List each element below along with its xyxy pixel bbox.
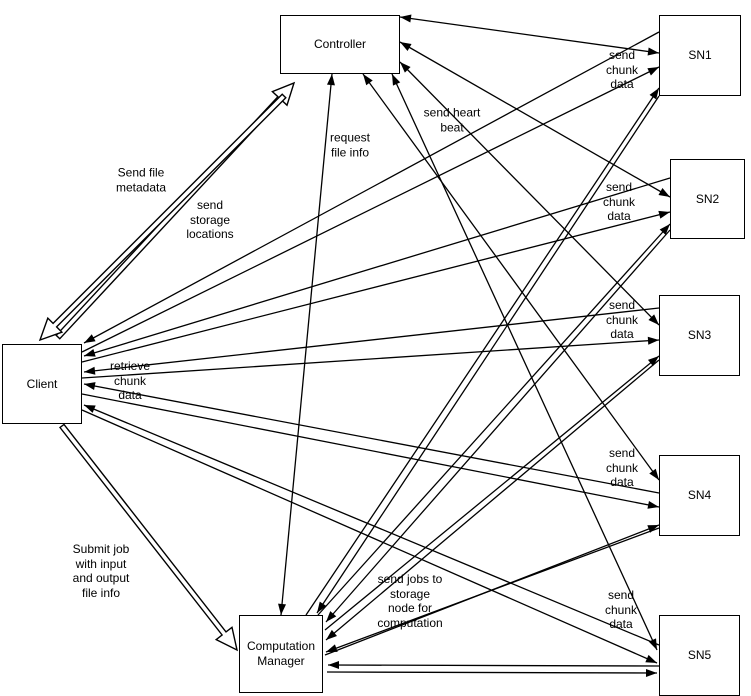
label-send-storage-locations: send storage locations: [186, 198, 234, 242]
edge-sn4-to-client: [83, 382, 660, 494]
edge-sn3-to-client: [83, 307, 660, 375]
edge-sn2-to-client: [83, 177, 671, 357]
edge-cm-to-sn5: [326, 668, 658, 677]
node-sn5: SN5: [659, 615, 740, 696]
edge-cm-to-sn3: [324, 355, 660, 631]
node-label-sn2: SN2: [695, 191, 720, 206]
edge-sn3-to-cm: [325, 359, 660, 641]
edge-sn1-to-cm: [316, 95, 660, 614]
label-send-chunk-data-sn4: send chunk data: [605, 446, 639, 490]
edge-client-to-sn1: [81, 66, 660, 353]
node-label-controller: Controller: [313, 37, 367, 51]
edge-sn1-to-client: [83, 31, 660, 344]
edge-sn4-to-cm: [325, 527, 660, 653]
block-arrow-controller-to-client-block: [38, 93, 287, 342]
node-label-sn1: SN1: [688, 48, 712, 62]
label-send-chunk-data-sn5: send chunk data: [604, 588, 638, 632]
node-label-computation-manager: Computation Manager: [246, 639, 316, 668]
node-sn2: SN2: [670, 159, 745, 239]
edge-client-to-sn4: [81, 393, 660, 509]
label-send-jobs: send jobs to storage node for computatio…: [377, 571, 443, 630]
edge-sn2-to-cm: [325, 229, 671, 623]
block-arrow-client-to-cm-block: [59, 423, 238, 652]
node-label-client: Client: [26, 376, 58, 391]
node-sn1: SN1: [659, 15, 741, 96]
node-controller: Controller: [280, 15, 400, 74]
edge-client-to-sn5: [81, 409, 658, 664]
edge-cm-to-sn2: [317, 223, 671, 616]
label-send-file-metadata: Send file metadata: [115, 165, 167, 194]
label-submit-job: Submit job with input and output file in…: [72, 541, 130, 600]
edge-cm-to-sn1: [305, 87, 660, 616]
node-label-sn3: SN3: [687, 328, 712, 342]
edge-controller-sn5: [391, 73, 658, 651]
node-label-sn4: SN4: [687, 488, 712, 502]
node-label-sn5: SN5: [687, 648, 712, 662]
edge-client-to-sn3: [81, 336, 660, 379]
label-send-chunk-data-sn1: send chunk data: [605, 48, 639, 92]
edge-client-to-sn2: [81, 210, 671, 363]
label-retrieve-chunk-data: retrieve chunk data: [109, 359, 151, 403]
edge-sn5-to-client: [83, 404, 660, 646]
label-send-heart-beat: send heart beat: [423, 105, 481, 134]
node-client: Client: [2, 344, 82, 424]
edge-controller-cm: [278, 73, 335, 616]
label-send-chunk-data-sn2: send chunk data: [602, 180, 636, 224]
edge-controller-sn4: [362, 73, 660, 481]
edge-sn5-to-cm: [327, 661, 660, 670]
node-sn3: SN3: [659, 295, 740, 376]
label-send-chunk-data-sn3: send chunk data: [605, 298, 639, 342]
node-sn4: SN4: [659, 455, 740, 536]
label-request-file-info: request file info: [329, 130, 371, 159]
node-computation-manager: Computation Manager: [239, 615, 323, 693]
